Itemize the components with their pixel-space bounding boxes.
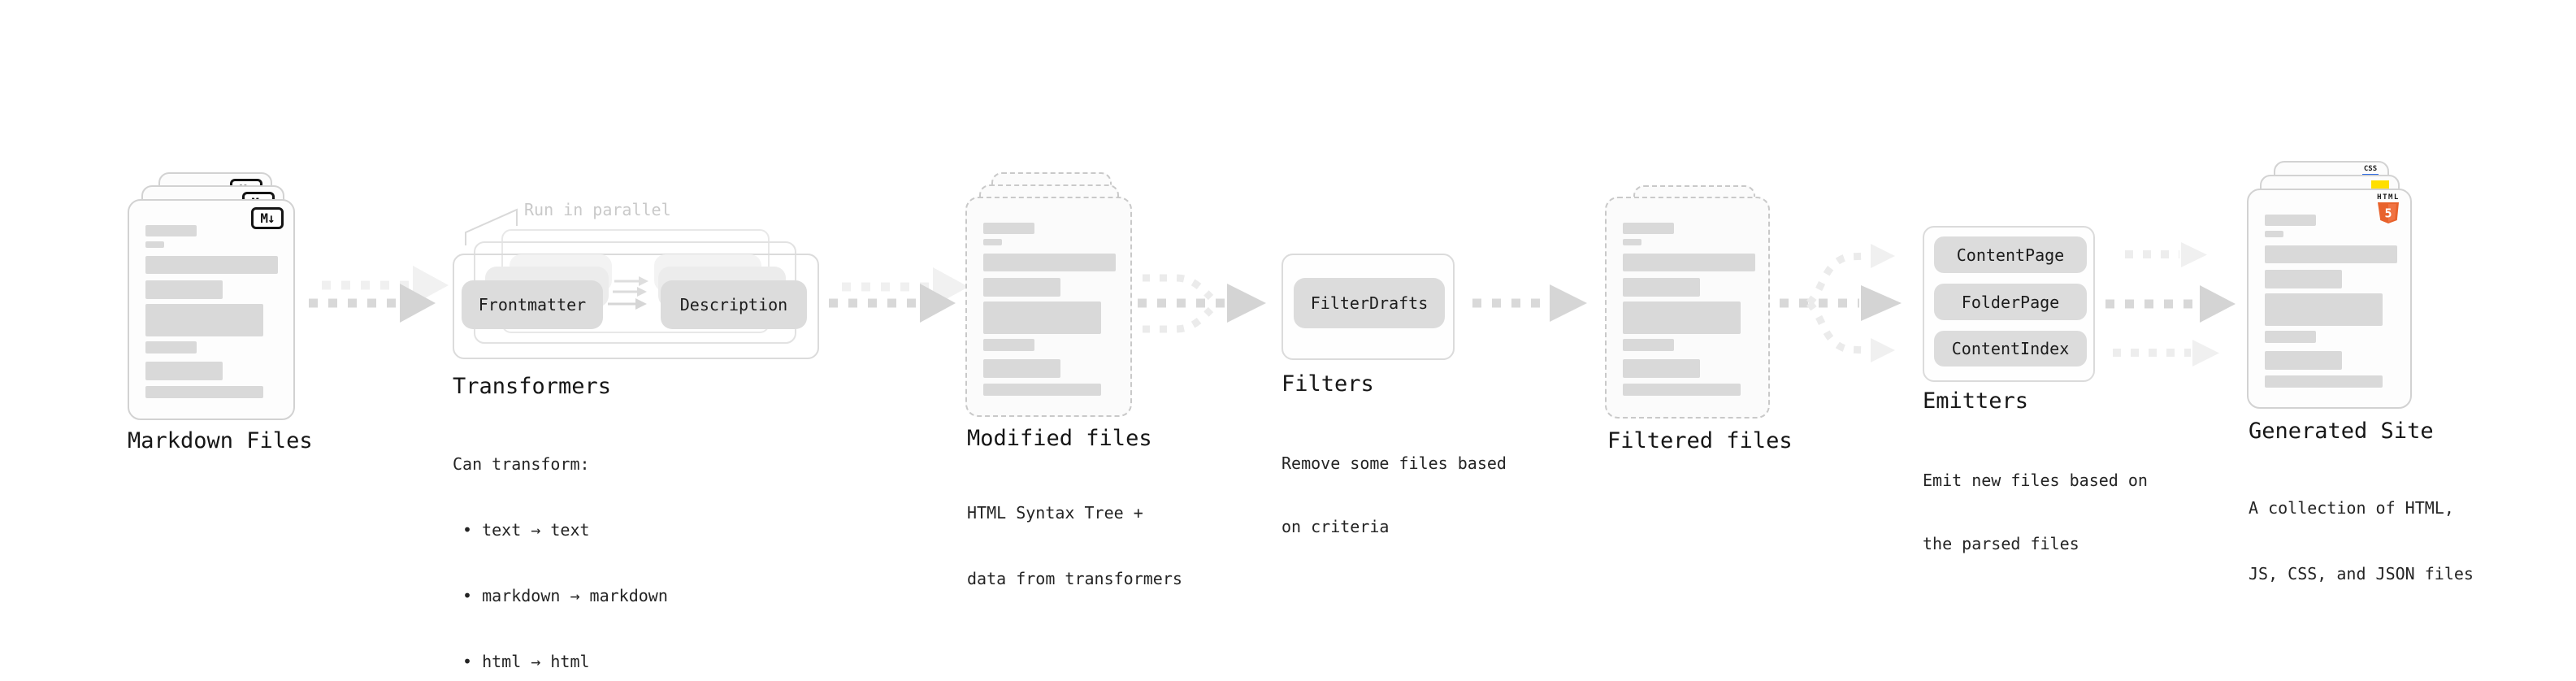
js-icon (2371, 180, 2389, 190)
skeleton-line (983, 254, 1116, 271)
skeleton-line (145, 256, 278, 274)
modified-file-card (965, 197, 1132, 417)
skeleton-line (1623, 301, 1741, 334)
modified-files-body-line: data from transformers (967, 569, 1182, 588)
skeleton-line (2265, 293, 2383, 326)
skeleton-line (1623, 359, 1700, 378)
skeleton-line (1623, 254, 1755, 271)
generated-html-card: HTML 5 (2247, 189, 2412, 409)
skeleton-line (2265, 375, 2383, 388)
skeleton-line (2265, 215, 2316, 226)
skeleton-line (145, 280, 223, 299)
generated-site-body-line: JS, CSS, and JSON files (2249, 564, 2474, 583)
filters-description: Remove some files based on criteria (1281, 410, 1507, 579)
transformers-bullet: • text → text (462, 520, 590, 540)
document-skeleton (2265, 215, 2397, 388)
markdown-files-label: Markdown Files (128, 428, 313, 453)
filters-title: Filters (1281, 371, 1374, 397)
filters-body-line: on criteria (1281, 517, 1390, 536)
skeleton-line (1623, 384, 1741, 396)
skeleton-line (145, 341, 197, 354)
flow-arrow (309, 284, 436, 323)
modified-files-body-line: HTML Syntax Tree + (967, 503, 1143, 523)
description-node: Description (661, 280, 807, 329)
contentpage-node: ContentPage (1934, 236, 2087, 273)
frontmatter-node: Frontmatter (462, 280, 603, 329)
skeleton-line (145, 386, 263, 398)
flow-arrow (2105, 285, 2236, 323)
svg-text:5: 5 (2384, 206, 2392, 221)
transformers-description: Can transform: • text → text • markdown … (453, 410, 668, 681)
css-icon-label: CSS (2363, 165, 2378, 173)
skeleton-line (1623, 278, 1700, 297)
filterdrafts-node: FilterDrafts (1294, 278, 1445, 328)
transformers-box (453, 254, 819, 359)
emitters-title: Emitters (1923, 388, 2029, 414)
parallel-annotation: Run in parallel (524, 200, 671, 219)
skeleton-line (983, 239, 1002, 245)
parallel-callout-line (465, 208, 518, 245)
skeleton-line (145, 225, 197, 236)
skeleton-line (983, 339, 1034, 351)
skeleton-line (145, 362, 223, 380)
markdown-icon: M↓ (251, 207, 284, 229)
markdown-file-card: M↓ (128, 199, 295, 420)
html5-icon: HTML 5 (2374, 193, 2402, 224)
skeleton-line (2265, 231, 2283, 237)
document-skeleton (145, 225, 278, 398)
skeleton-line (983, 223, 1034, 234)
skeleton-line (2265, 245, 2397, 263)
skeleton-line (983, 359, 1060, 378)
skeleton-line (145, 241, 164, 248)
transformers-bullet: • html → html (462, 652, 590, 671)
generated-site-description: A collection of HTML, JS, CSS, and JSON … (2249, 453, 2474, 629)
flow-arrow (829, 284, 956, 323)
skeleton-line (2265, 351, 2342, 370)
skeleton-line (145, 304, 263, 336)
transformers-title: Transformers (453, 374, 612, 399)
flow-arrow-ghost (322, 266, 449, 305)
modified-files-title: Modified files (967, 426, 1152, 451)
skeleton-line (2265, 270, 2342, 288)
transformers-body-heading: Can transform: (453, 454, 590, 474)
filtered-file-card (1605, 197, 1770, 419)
emitters-description: Emit new files based on the parsed files (1923, 427, 2148, 596)
skeleton-line (1623, 339, 1674, 351)
document-skeleton (983, 223, 1116, 396)
folderpage-node: FolderPage (1934, 284, 2087, 320)
html5-icon-label: HTML (2377, 193, 2400, 202)
filtered-files-title: Filtered files (1607, 428, 1793, 453)
skeleton-line (1623, 239, 1641, 245)
skeleton-line (983, 301, 1101, 334)
skeleton-line (983, 384, 1101, 396)
document-skeleton (1623, 223, 1755, 396)
merge-arrow (1138, 274, 1266, 333)
generated-site-title: Generated Site (2249, 419, 2434, 444)
filters-body-line: Remove some files based (1281, 453, 1507, 473)
html5-shield: 5 (2378, 202, 2399, 223)
skeleton-line (2265, 331, 2316, 343)
fanout-arrow (1780, 244, 1902, 362)
skeleton-line (983, 278, 1060, 297)
transform-step-arrows (608, 276, 648, 310)
flow-arrow (1472, 284, 1587, 322)
flow-arrow-light (2125, 242, 2207, 267)
contentindex-node: ContentIndex (1934, 331, 2087, 367)
emitters-body-line: the parsed files (1923, 534, 2079, 553)
transformers-bullet: • markdown → markdown (462, 586, 668, 605)
modified-files-description: HTML Syntax Tree + data from transformer… (967, 458, 1182, 634)
skeleton-line (1623, 223, 1674, 234)
flow-arrow-light (2113, 340, 2219, 367)
emitters-body-line: Emit new files based on (1923, 471, 2148, 490)
generated-site-body-line: A collection of HTML, (2249, 498, 2454, 518)
